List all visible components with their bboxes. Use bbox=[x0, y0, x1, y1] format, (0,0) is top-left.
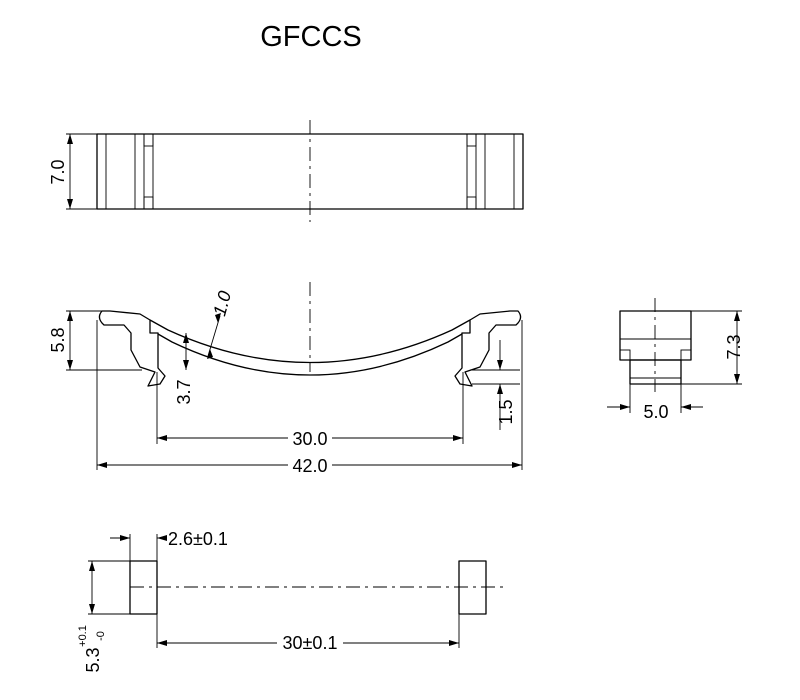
dim-end-height-7-3: 7.3 bbox=[724, 334, 744, 359]
dim-hole-pitch: 30±0.1 bbox=[283, 633, 338, 653]
dim-hole-height-tol-upper: +0.1 bbox=[77, 625, 89, 647]
end-view: 7.3 5.0 bbox=[607, 298, 744, 422]
drawing-title: GFCCS bbox=[260, 21, 362, 53]
dim-hole-width: 2.6±0.1 bbox=[168, 529, 228, 549]
dim-hole-height-tol-lower: -0 bbox=[95, 631, 107, 641]
hole-view: 2.6±0.1 30±0.1 5.3 +0.1 -0 bbox=[77, 529, 505, 673]
dim-hole-height: 5.3 bbox=[83, 647, 103, 672]
top-view: 7.0 bbox=[48, 120, 524, 222]
dim-clip-step-1-5: 1.5 bbox=[496, 399, 516, 424]
dim-total-length-42: 42.0 bbox=[292, 456, 327, 476]
dim-inner-depth-3-7: 3.7 bbox=[174, 379, 194, 404]
side-view: 5.8 1.0 3.7 1.5 30.0 42.0 bbox=[48, 282, 523, 476]
dim-height-7: 7.0 bbox=[48, 159, 68, 184]
dim-thickness-1-0: 1.0 bbox=[209, 289, 235, 318]
dim-end-width-5-0: 5.0 bbox=[643, 402, 668, 422]
dim-inner-length-30: 30.0 bbox=[292, 429, 327, 449]
dim-side-height-5-8: 5.8 bbox=[48, 327, 68, 352]
